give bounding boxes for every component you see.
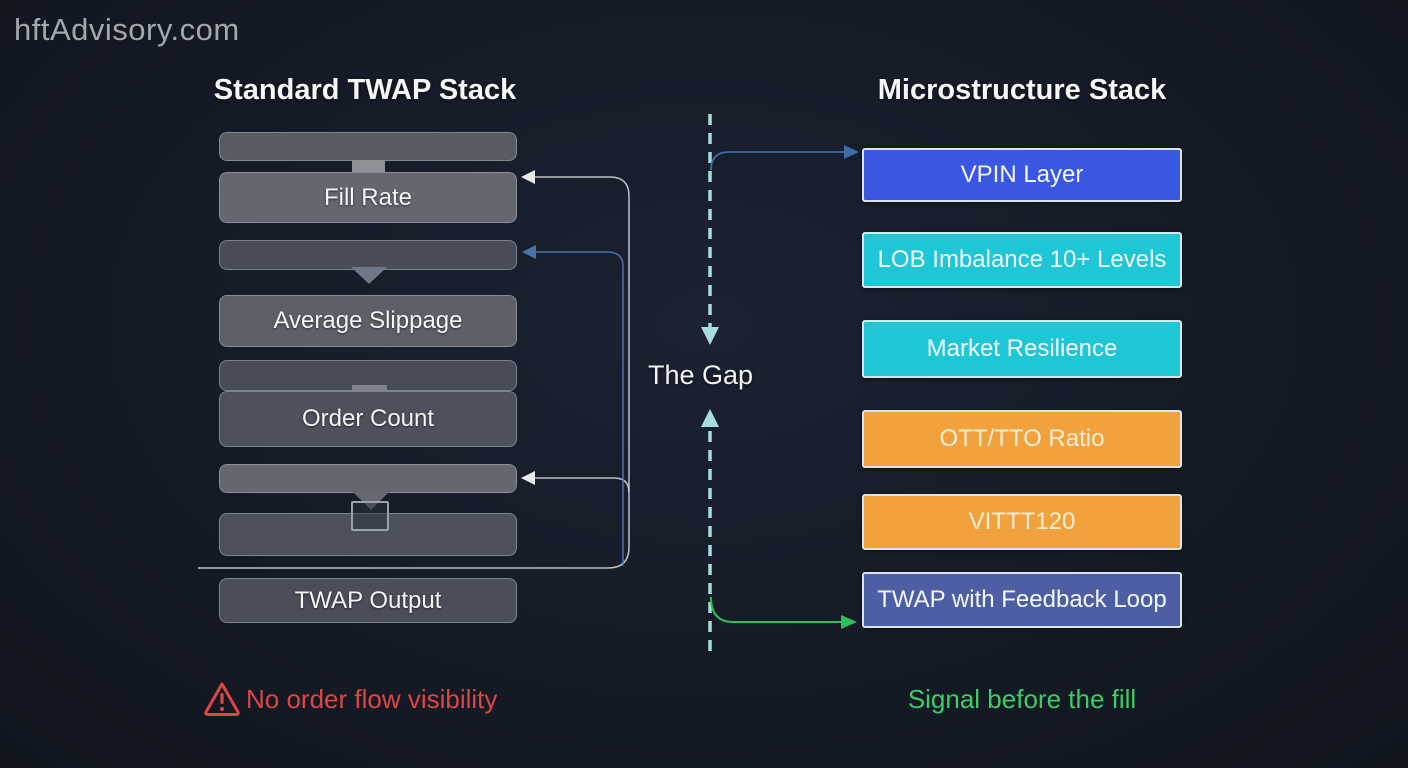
ott-tto-ratio-label: OTT/TTO Ratio	[939, 425, 1105, 452]
lob-imbalance-box: LOB Imbalance 10+ Levels	[862, 232, 1182, 288]
fill-rate-box: Fill Rate	[219, 172, 517, 223]
twap-output-label: TWAP Output	[294, 586, 442, 614]
left-column-title: Standard TWAP Stack	[213, 74, 517, 106]
warning-triangle-icon	[204, 682, 240, 716]
gap-dashed-line-upper	[701, 114, 719, 345]
twap-stage-box-2	[219, 240, 517, 270]
vittt120-box: VITTT120	[862, 494, 1182, 550]
gap-label: The Gap	[648, 360, 754, 390]
twap-feedback-loop-label: TWAP with Feedback Loop	[877, 586, 1167, 613]
twap-stage-box-4	[219, 464, 517, 493]
warning-note: No order flow visibility	[246, 684, 498, 714]
success-note: Signal before the fill	[907, 684, 1137, 714]
feedback-loop-white-line	[198, 170, 630, 569]
market-resilience-label: Market Resilience	[926, 335, 1118, 362]
site-watermark: hftAdvisory.com	[14, 12, 240, 47]
twap-output-box: TWAP Output	[219, 578, 517, 623]
vittt120-label: VITTT120	[968, 508, 1076, 535]
average-slippage-box: Average Slippage	[219, 295, 517, 347]
average-slippage-label: Average Slippage	[273, 307, 463, 334]
stack-connector-tab	[352, 160, 385, 173]
vpin-layer-box: VPIN Layer	[862, 148, 1182, 202]
twap-feedback-loop-box: TWAP with Feedback Loop	[862, 572, 1182, 628]
order-count-label: Order Count	[301, 405, 435, 432]
square-connector-tab	[351, 501, 389, 531]
arrow-to-twap-feedback	[710, 596, 857, 629]
down-triangle-connector-icon	[351, 267, 387, 284]
arrow-to-vpin	[710, 145, 859, 171]
fill-rate-label: Fill Rate	[323, 183, 413, 211]
ott-tto-ratio-box: OTT/TTO Ratio	[862, 410, 1182, 468]
market-resilience-box: Market Resilience	[862, 320, 1182, 378]
gap-dashed-line-lower	[701, 409, 719, 651]
vpin-layer-label: VPIN Layer	[960, 161, 1084, 188]
order-count-box: Order Count	[219, 391, 517, 447]
right-column-title: Microstructure Stack	[877, 74, 1167, 106]
twap-stage-box-5	[219, 513, 517, 556]
twap-stage-box-1	[219, 132, 517, 161]
feedback-loop-blue-line	[522, 245, 624, 566]
lob-imbalance-label: LOB Imbalance 10+ Levels	[877, 246, 1167, 273]
